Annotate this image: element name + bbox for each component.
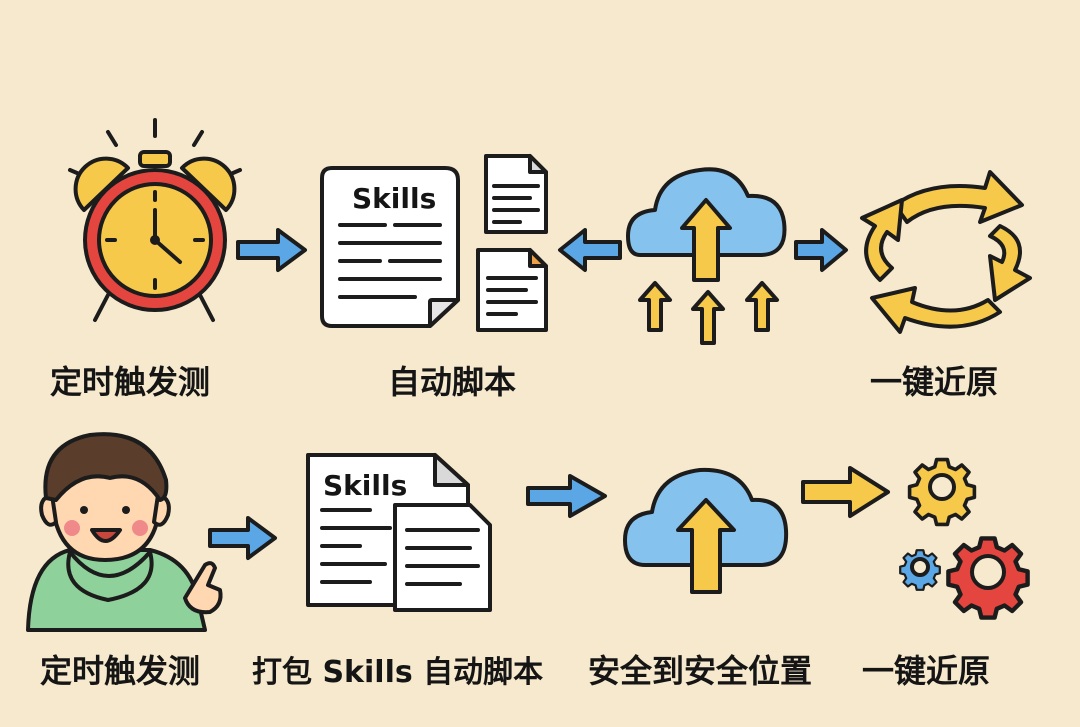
label-one-click-restore: 一键近原 xyxy=(870,363,998,401)
arrow-right-icon xyxy=(528,476,605,516)
arrow-right-icon xyxy=(803,468,888,516)
cloud-upload-icon xyxy=(625,470,786,592)
alarm-clock-icon xyxy=(70,120,240,320)
document-title: Skills xyxy=(323,469,407,502)
arrow-right-icon xyxy=(796,230,846,270)
cycle-arrows-icon xyxy=(862,172,1030,332)
document-title: Skills xyxy=(352,182,436,215)
label-package-skills: 打包 Skills 自动脚本 xyxy=(252,655,543,690)
label-one-click-restore: 一键近原 xyxy=(862,652,990,690)
label-secure-location: 安全到安全位置 xyxy=(588,652,812,690)
label-timer-trigger: 定时触发测 xyxy=(40,652,200,690)
person-pointing-icon xyxy=(28,434,221,630)
arrow-left-icon xyxy=(560,230,620,270)
label-auto-script: 自动脚本 xyxy=(388,363,516,401)
up-arrow-icon xyxy=(640,283,777,343)
label-timer-trigger: 定时触发测 xyxy=(50,363,210,401)
gear-icon xyxy=(900,460,1027,618)
small-document-icon xyxy=(478,156,546,330)
arrow-right-icon xyxy=(210,518,275,558)
arrow-right-icon xyxy=(238,230,305,270)
cloud-upload-icon xyxy=(628,169,785,280)
